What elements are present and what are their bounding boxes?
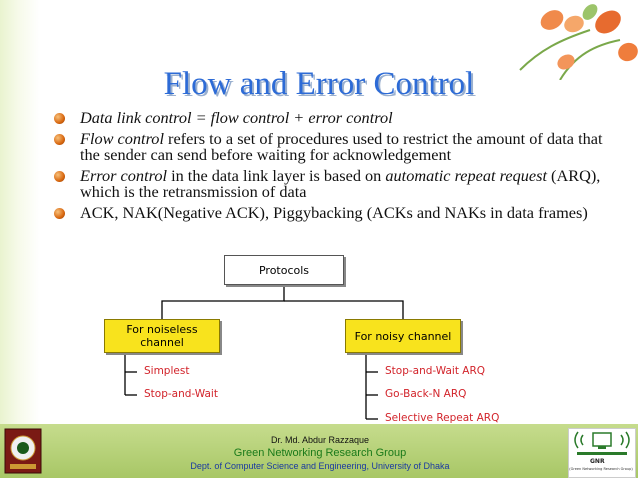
bullet-text: Flow control <box>80 128 164 148</box>
bullet-dot-icon <box>54 207 65 219</box>
footer-group: Green Networking Research Group <box>233 447 407 459</box>
bullet-dot-icon <box>54 133 65 145</box>
bullet-dot-icon <box>54 170 65 182</box>
footer-dept: Dept. of Computer Science and Engineerin… <box>190 461 450 471</box>
protocols-box: Protocols <box>224 255 344 285</box>
gnr-logo-label: GNR <box>590 458 605 465</box>
footer-author: Dr. Md. Abdur Razzaque <box>270 435 370 445</box>
tulip-decoration-icon <box>519 4 638 80</box>
bullet-text: (ARQ), which is the retransmission of da… <box>80 165 601 201</box>
noiseless-channel-box: For noiseless channel <box>104 319 220 353</box>
footer-bar <box>0 424 638 478</box>
gnr-logo-sub: (Green Networking Research Group) <box>569 467 633 471</box>
bullet-item: Error control in the data link layer is … <box>54 165 614 201</box>
slide-title: Flow and Error Control <box>163 66 475 102</box>
leaf-stop-and-wait: Stop-and-Wait <box>144 388 218 400</box>
bullet-text: Data link control = flow control + error… <box>80 108 393 127</box>
leaf-go-back-n-arq: Go-Back-N ARQ <box>385 388 467 400</box>
noisy-channel-box: For noisy channel <box>345 319 461 353</box>
leaf-selective-repeat-arq: Selective Repeat ARQ <box>385 412 500 424</box>
bullet-text: refers to a set of procedures used to re… <box>80 128 603 164</box>
gnr-logo <box>568 428 636 478</box>
university-seal-icon <box>4 428 42 474</box>
bullet-item: Flow control refers to a set of procedur… <box>54 128 614 164</box>
network-monitor-icon <box>574 431 630 455</box>
footer-credits: Dr. Md. Abdur Razzaque Green Networking … <box>150 434 490 472</box>
bullet-text: in the data link layer is based on <box>167 165 386 185</box>
leaf-stop-and-wait-arq: Stop-and-Wait ARQ <box>385 365 486 377</box>
bullet-dot-icon <box>54 113 65 124</box>
bullet-text: Error control <box>80 165 167 185</box>
bullet-text: ACK, NAK(Negative ACK), Piggybacking (AC… <box>80 202 588 222</box>
bullet-item: ACK, NAK(Negative ACK), Piggybacking (AC… <box>54 202 614 222</box>
leaf-simplest: Simplest <box>144 365 190 377</box>
bullet-list: Data link control = flow control + error… <box>54 108 614 225</box>
bullet-item: Data link control = flow control + error… <box>54 108 614 127</box>
bullet-text: automatic repeat request <box>385 165 547 185</box>
